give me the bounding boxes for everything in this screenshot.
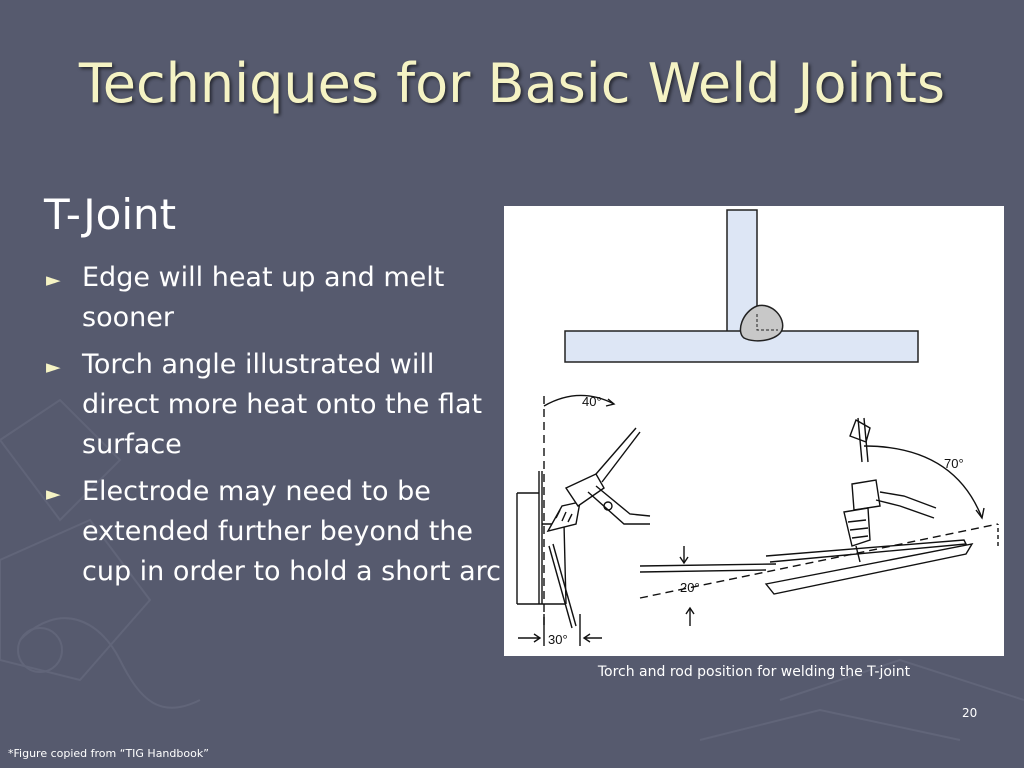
weld-penetration-guide: [756, 314, 778, 331]
figure-caption: Torch and rod position for welding the T…: [597, 664, 911, 680]
bullet-text: Electrode may need to be extended furthe…: [82, 476, 501, 587]
bullet-item: ► Electrode may need to be extended furt…: [44, 472, 504, 592]
bullet-item: ► Torch angle illustrated will direct mo…: [44, 345, 504, 465]
side-view-drawing: [639, 417, 999, 626]
slide-subheading: T-Joint: [44, 190, 177, 239]
bullet-text: Torch angle illustrated will direct more…: [82, 349, 483, 460]
bullet-text: Edge will heat up and melt sooner: [82, 262, 445, 333]
bullet-arrow-icon: ►: [46, 483, 61, 505]
bullet-item: ► Edge will heat up and melt sooner: [44, 258, 504, 338]
footnote: *Figure copied from “TIG Handbook”: [8, 747, 209, 760]
weld-bead: [739, 304, 784, 342]
bullet-arrow-icon: ►: [46, 356, 61, 378]
bullet-list: ► Edge will heat up and melt sooner ► To…: [44, 258, 504, 599]
slide-title: Techniques for Basic Weld Joints: [78, 52, 946, 115]
angle-40-label: 40°: [582, 394, 602, 409]
bullet-arrow-icon: ►: [46, 269, 61, 291]
angle-70-label: 70°: [944, 456, 964, 471]
angle-30-label: 30°: [548, 632, 568, 647]
t-joint-figure: 40° 30° 70° 20°: [504, 206, 1004, 656]
angle-20-label: 20°: [680, 580, 700, 595]
page-number: 20: [962, 706, 978, 720]
end-view-drawing: [516, 394, 651, 646]
t-joint-diagram: 40° 30° 70° 20°: [516, 209, 999, 647]
